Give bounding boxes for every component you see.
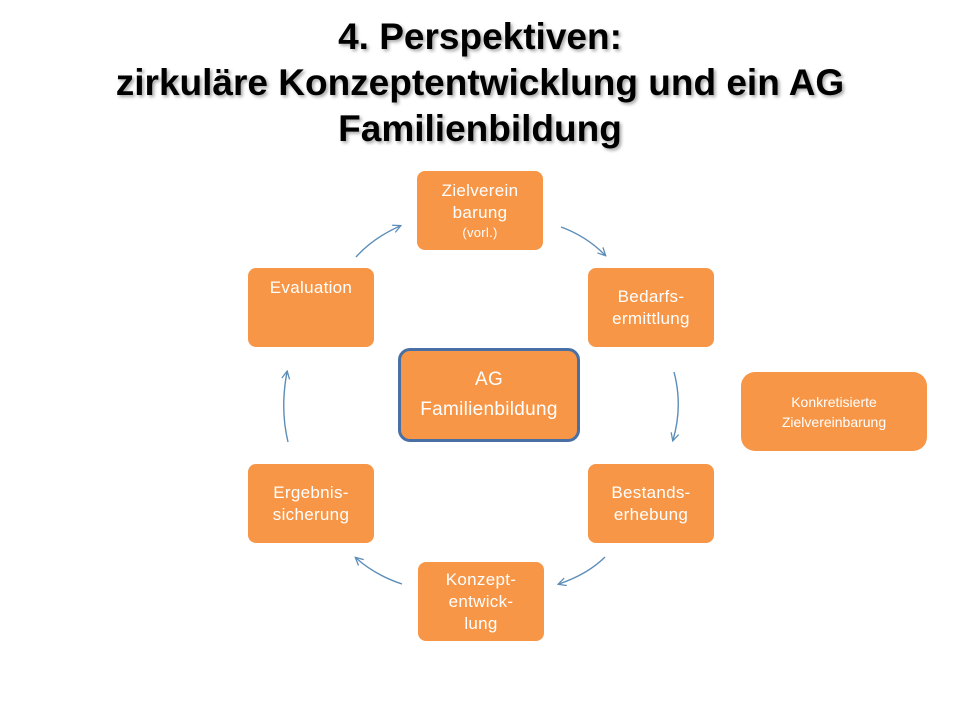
node-konzeptentwicklung-line-3: lung — [464, 613, 498, 633]
node-ergebnissicherung-line-1: Ergebnis- — [273, 482, 349, 502]
slide-title: 4. Perspektiven: zirkuläre Konzeptentwic… — [0, 14, 960, 152]
node-center-ag-familienbildung: AG Familienbildung — [398, 348, 580, 442]
node-bestandserhebung-line-2: erhebung — [613, 504, 689, 524]
node-ergebnissicherung: Ergebnis- sicherung — [248, 464, 374, 543]
node-ergebnissicherung-line-2: sicherung — [272, 504, 350, 524]
node-zielvereinbarung: Zielverein barung (vorl.) — [417, 171, 543, 250]
node-bestandserhebung-line-1: Bestands- — [611, 482, 691, 502]
arrow-ergeb-to-eval — [284, 372, 288, 443]
title-line-2: zirkuläre Konzeptentwicklung und ein AG — [115, 62, 845, 103]
node-evaluation-label: Evaluation — [269, 278, 353, 297]
node-evaluation: Evaluation — [248, 268, 374, 347]
arrow-bedarf-to-bestand — [673, 371, 678, 440]
node-konzeptentwicklung-line-2: entwick- — [448, 591, 514, 611]
title-line-1: 4. Perspektiven: — [338, 16, 622, 57]
arrow-eval-to-ziel — [355, 226, 400, 258]
title-line-3: Familienbildung — [338, 108, 622, 149]
node-konzeptentwicklung: Konzept- entwick- lung — [418, 562, 544, 641]
node-bestandserhebung: Bestands- erhebung — [588, 464, 714, 543]
node-center-line-1: AG — [474, 369, 504, 390]
node-konkret-line-1: Konkretisierte — [791, 393, 877, 410]
node-konkret-line-2: Zielvereinbarung — [781, 413, 887, 430]
node-zielvereinbarung-line-1: Zielverein — [441, 181, 519, 200]
arrow-ziel-to-bedarf — [560, 226, 605, 255]
node-bedarfsermittlung-line-2: ermittlung — [612, 308, 690, 328]
node-konkretisierte-zielvereinbarung: Konkretisierte Zielvereinbarung — [741, 372, 927, 451]
arrow-konzept-to-ergeb — [356, 558, 403, 585]
arrow-bestand-to-konzept — [559, 556, 606, 584]
node-center-line-2: Familienbildung — [420, 399, 558, 420]
node-konzeptentwicklung-line-1: Konzept- — [445, 569, 517, 589]
node-zielvereinbarung-line-2: barung — [452, 203, 508, 222]
node-zielvereinbarung-note: (vorl.) — [462, 225, 498, 240]
node-bedarfsermittlung: Bedarfs- ermittlung — [588, 268, 714, 347]
node-bedarfsermittlung-line-1: Bedarfs- — [617, 286, 685, 306]
